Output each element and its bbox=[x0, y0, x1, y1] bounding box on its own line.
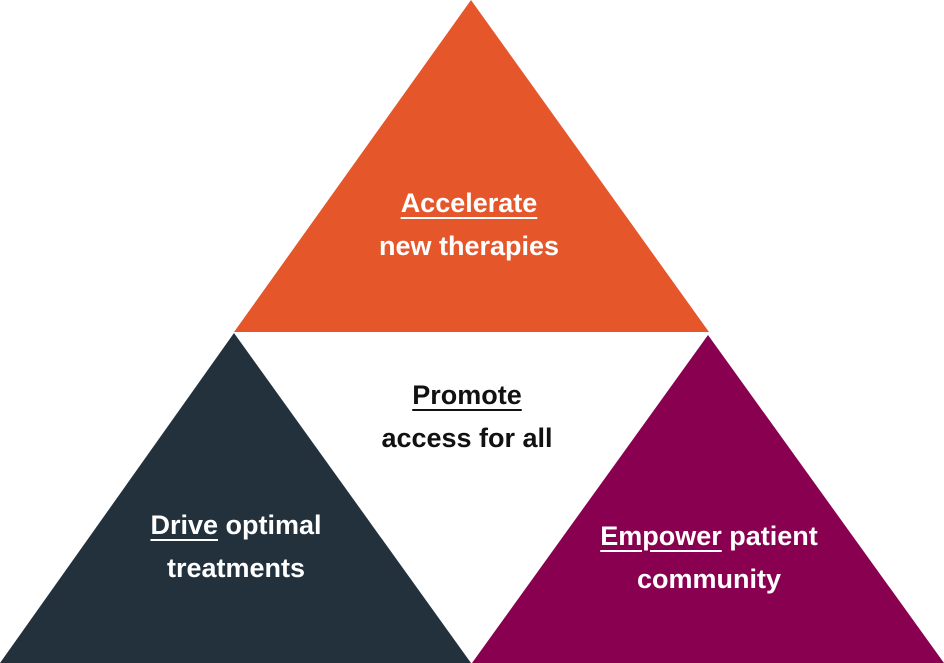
bottom-right-keyword: Empower bbox=[600, 521, 722, 551]
center-keyword: Promote bbox=[412, 380, 522, 410]
bottom-left-keyword: Drive bbox=[150, 510, 219, 540]
top-triangle-accelerate bbox=[234, 0, 709, 332]
bottom-right-description: community bbox=[636, 564, 782, 594]
bottom-right-label: Empower patient community bbox=[600, 515, 818, 601]
top-keyword: Accelerate bbox=[400, 188, 538, 218]
bottom-left-description: treatments bbox=[166, 553, 306, 583]
center-label: Promote access for all bbox=[381, 374, 552, 460]
top-label: Accelerate new therapies bbox=[379, 182, 559, 268]
bottom-left-line1-rest: optimal bbox=[218, 510, 322, 540]
bottom-left-label: Drive optimal treatments bbox=[150, 504, 321, 590]
bottom-right-line1-rest: patient bbox=[721, 521, 818, 551]
top-description: new therapies bbox=[378, 231, 560, 261]
center-description: access for all bbox=[381, 423, 553, 453]
bottom-left-triangle-drive bbox=[0, 333, 471, 663]
bottom-right-triangle-empower bbox=[472, 335, 944, 663]
